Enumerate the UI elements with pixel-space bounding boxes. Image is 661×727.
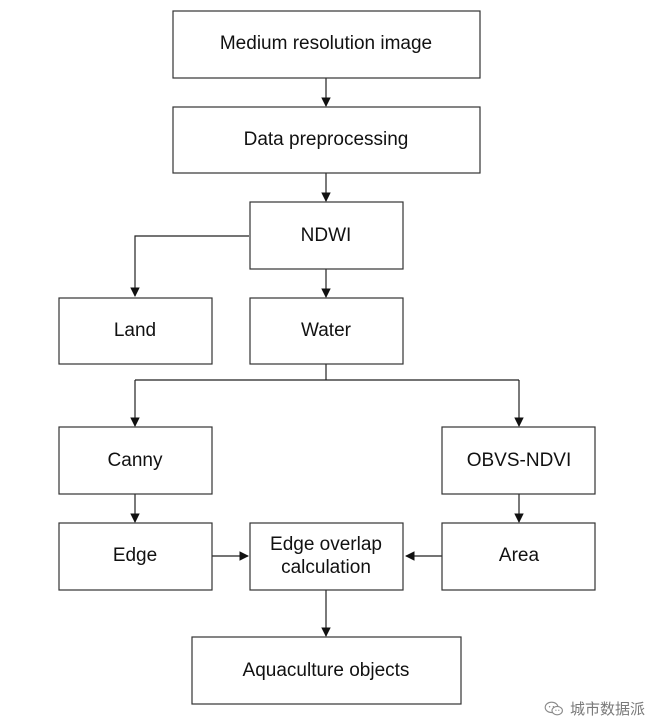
node-label-obvs-ndvi: OBVS-NDVI xyxy=(467,450,572,471)
node-edge: Edge xyxy=(58,522,213,591)
node-land: Land xyxy=(58,297,213,365)
node-obvs-ndvi: OBVS-NDVI xyxy=(441,426,596,495)
wechat-icon xyxy=(544,701,563,715)
edge-ndwi-to-land xyxy=(130,235,249,297)
node-label-area: Area xyxy=(499,545,540,566)
node-label-land: Land xyxy=(114,320,156,341)
node-medium-resolution-image: Medium resolution image xyxy=(172,10,481,79)
node-label-canny: Canny xyxy=(108,450,163,471)
node-canny: Canny xyxy=(58,426,213,495)
node-label-ndwi: NDWI xyxy=(301,225,352,246)
watermark: 城市数据派 xyxy=(544,698,645,719)
node-label-medium-resolution-image: Medium resolution image xyxy=(220,33,432,54)
node-ndwi: NDWI xyxy=(249,201,404,270)
node-label-edge: Edge xyxy=(113,545,157,566)
node-label-data-preprocessing: Data preprocessing xyxy=(244,129,409,150)
watermark-text: 城市数据派 xyxy=(569,700,645,718)
node-edge-overlap-calculation: Edge overlap calculation xyxy=(249,522,404,591)
node-aquaculture-objects: Aquaculture objects xyxy=(191,636,462,705)
node-data-preprocessing: Data preprocessing xyxy=(172,106,481,174)
node-water: Water xyxy=(249,297,404,365)
node-area: Area xyxy=(441,522,596,591)
node-label-water: Water xyxy=(301,320,352,341)
node-label-aquaculture-objects: Aquaculture objects xyxy=(243,660,410,681)
node-label-edge-overlap-line1: Edge overlap xyxy=(270,534,382,555)
node-label-edge-overlap-line2: calculation xyxy=(281,557,371,578)
